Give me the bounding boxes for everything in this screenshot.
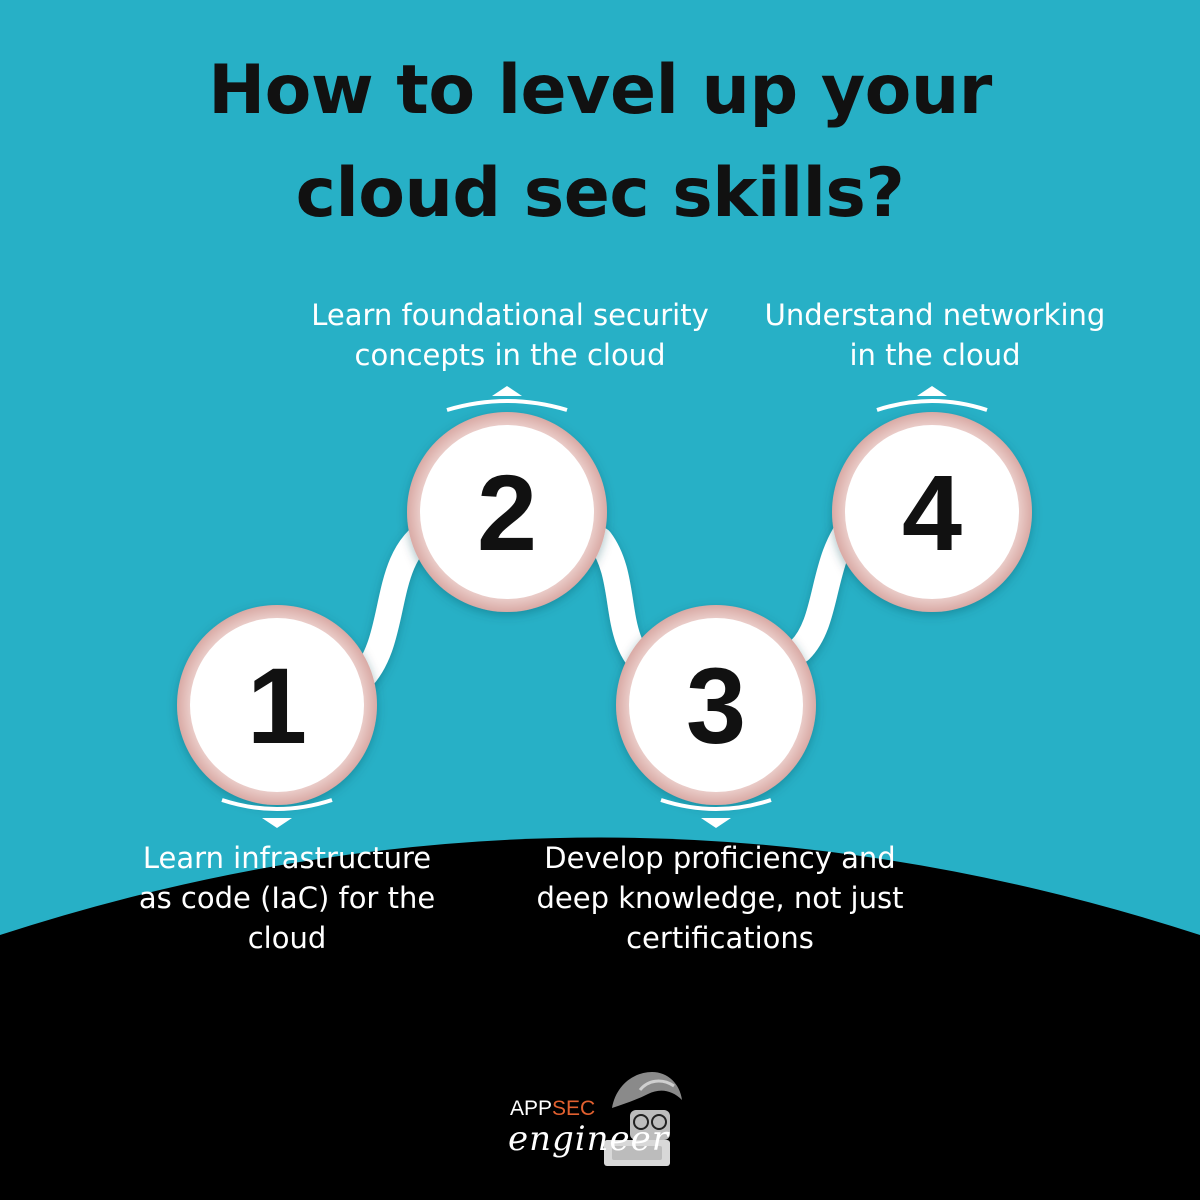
footer-band [0, 837, 1200, 1200]
step-3-label: Develop proficiency and deep knowledge, … [536, 841, 904, 955]
chevron-down-icon [221, 798, 333, 811]
page-title-line-2: cloud sec skills? [295, 154, 905, 233]
step-2-node [407, 386, 607, 612]
chevron-up-icon [446, 399, 568, 412]
step-1-node [177, 605, 377, 828]
step-4-node [832, 386, 1032, 612]
logo-script-word: engineer [508, 1119, 670, 1159]
step-4-label: Understand networking in the cloud [764, 298, 1106, 372]
page-title-line-1: How to level up your [208, 51, 992, 130]
step-1-label: Learn infrastructure as code (IaC) for t… [138, 841, 436, 955]
chevron-down-icon [660, 798, 772, 811]
step-3-node [616, 605, 816, 828]
engineer-mascot-icon [604, 1072, 682, 1166]
step-4-number: 4 [901, 452, 963, 573]
step-2-number: 2 [476, 452, 538, 573]
logo-wordmark: APPSEC [510, 1097, 596, 1120]
step-1-number: 1 [246, 645, 308, 766]
step-3-number: 3 [685, 645, 747, 766]
chevron-up-icon [876, 399, 988, 412]
step-2-label: Learn foundational security concepts in … [311, 298, 709, 372]
